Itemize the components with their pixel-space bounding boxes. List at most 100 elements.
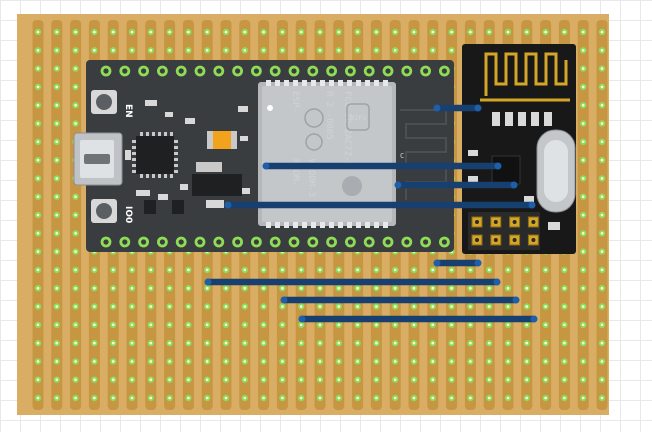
- hole: [55, 378, 59, 382]
- header-pin: [347, 68, 353, 74]
- header-pin: [235, 68, 241, 74]
- io0-button[interactable]: [91, 199, 117, 223]
- castellation: [356, 222, 361, 228]
- hole: [149, 305, 153, 308]
- hole: [55, 268, 59, 272]
- hole: [412, 286, 416, 290]
- hole: [600, 305, 604, 308]
- en-label: EN: [123, 104, 133, 118]
- header-pin-hole: [475, 238, 479, 242]
- hole: [581, 286, 585, 290]
- hole: [74, 323, 77, 327]
- hole: [55, 250, 59, 253]
- hole: [111, 305, 115, 308]
- smd-components: [125, 100, 250, 214]
- hole: [281, 323, 284, 327]
- hole: [318, 360, 322, 363]
- hole: [600, 360, 604, 363]
- castellation: [347, 80, 352, 86]
- hole: [262, 49, 265, 52]
- hole: [431, 30, 435, 34]
- hole: [356, 268, 359, 272]
- hole: [356, 286, 359, 290]
- hole: [149, 360, 153, 363]
- esp32-header-top: [100, 65, 450, 77]
- hole: [563, 378, 566, 382]
- wire-end: [512, 296, 520, 304]
- hole: [450, 378, 453, 382]
- header-pin: [310, 68, 316, 74]
- hole: [431, 396, 435, 400]
- header-pin: [423, 68, 429, 74]
- hole: [111, 341, 115, 345]
- hole: [205, 30, 209, 34]
- hole: [130, 378, 134, 382]
- hole: [224, 268, 228, 272]
- header-pin: [141, 68, 147, 74]
- hole: [74, 213, 77, 217]
- hole: [130, 49, 134, 52]
- hole: [55, 103, 59, 107]
- header-pin: [441, 239, 447, 245]
- hole: [563, 268, 566, 272]
- cert-logo: [305, 133, 323, 151]
- wifi-logo: WiFi: [346, 103, 370, 131]
- jumper-wires: [204, 104, 538, 323]
- hole: [74, 360, 77, 363]
- hole: [187, 360, 190, 363]
- en-button[interactable]: [91, 90, 117, 114]
- hole: [36, 341, 40, 345]
- hole: [337, 49, 341, 52]
- hole: [375, 323, 378, 327]
- hole: [487, 30, 491, 34]
- hole: [36, 286, 40, 290]
- tantalum-capacitor: [207, 131, 237, 149]
- hole: [525, 378, 529, 382]
- hole: [337, 30, 341, 34]
- hole: [74, 250, 77, 253]
- hole: [525, 30, 529, 34]
- header-pin: [216, 68, 222, 74]
- hole: [93, 378, 96, 382]
- castellation: [383, 222, 388, 228]
- hole: [431, 360, 435, 363]
- hole: [224, 323, 228, 327]
- hole: [205, 396, 209, 400]
- hole: [356, 305, 359, 308]
- hole: [149, 268, 153, 272]
- hole: [600, 213, 604, 217]
- hole: [450, 286, 453, 290]
- wire-end: [493, 278, 501, 286]
- hole: [581, 140, 585, 144]
- hole: [111, 268, 115, 272]
- hole: [205, 286, 209, 290]
- hole: [450, 323, 453, 327]
- hole: [130, 360, 134, 363]
- hole: [93, 341, 96, 345]
- hole: [393, 378, 397, 382]
- hole: [393, 323, 397, 327]
- hole: [431, 305, 435, 308]
- module-text-esp: ESP-: [290, 91, 300, 113]
- header-pin: [423, 239, 429, 245]
- hole: [187, 286, 190, 290]
- hole: [318, 49, 322, 52]
- chip-leg: [158, 174, 161, 178]
- hole: [111, 30, 115, 34]
- hole: [93, 323, 96, 327]
- hole: [581, 213, 585, 217]
- hole: [130, 341, 134, 345]
- wire-end: [394, 181, 402, 189]
- hole: [600, 396, 604, 400]
- castellation: [356, 80, 361, 86]
- hole: [487, 396, 491, 400]
- hole: [544, 360, 547, 363]
- hole: [544, 286, 547, 290]
- chip-leg: [174, 152, 178, 155]
- hole: [600, 67, 604, 70]
- hole: [469, 30, 472, 34]
- pin1-marker: [267, 105, 273, 111]
- hole: [318, 286, 322, 290]
- hole: [581, 85, 585, 89]
- hole: [149, 286, 153, 290]
